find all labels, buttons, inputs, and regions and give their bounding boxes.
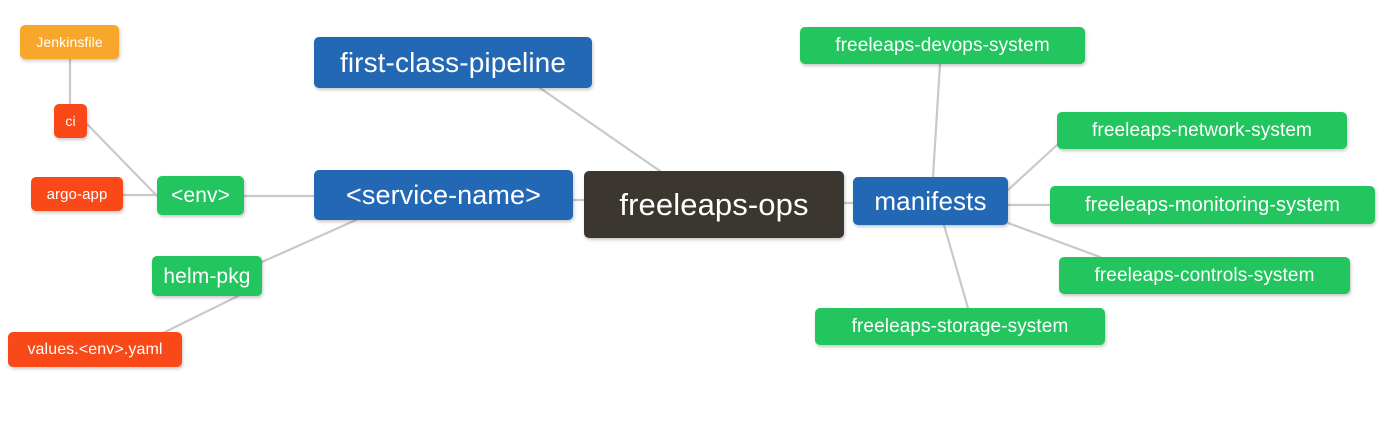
node-manifests-label: manifests [874,186,987,216]
node-helm-pkg-label: helm-pkg [163,264,251,288]
node-freeleaps-controls-system-label: freeleaps-controls-system [1094,265,1315,286]
node-helm-pkg[interactable]: helm-pkg [152,256,262,296]
node-freeleaps-monitoring-system-label: freeleaps-monitoring-system [1084,194,1340,216]
node-freeleaps-monitoring-system[interactable]: freeleaps-monitoring-system [1050,186,1375,224]
node-freeleaps-devops-system-label: freeleaps-devops-system [835,35,1050,56]
node-service-name-label: <service-name> [346,179,541,210]
node-values-yaml-label: values.<env>.yaml [27,340,163,358]
edge-firstclasspipeline-freeleapsops [538,86,662,173]
node-jenkinsfile[interactable]: Jenkinsfile [20,25,119,59]
node-first-class-pipeline-label: first-class-pipeline [339,46,567,78]
node-env-label: <env> [171,184,230,207]
node-env[interactable]: <env> [157,176,244,215]
node-freeleaps-network-system-label: freeleaps-network-system [1092,120,1312,141]
node-freeleaps-devops-system[interactable]: freeleaps-devops-system [800,27,1085,64]
node-manifests[interactable]: manifests [853,177,1008,225]
edge-manifests-controlssystem [1006,221,1102,259]
node-freeleaps-ops-label: freeleaps-ops [619,187,809,222]
edge-manifests-devopssystem [931,62,942,179]
node-freeleaps-storage-system[interactable]: freeleaps-storage-system [815,308,1105,345]
node-service-name[interactable]: <service-name> [314,170,573,220]
edge-helmpkg-servicename [260,218,358,264]
node-argo-app-label: argo-app [46,185,108,203]
node-argo-app[interactable]: argo-app [31,177,123,211]
node-first-class-pipeline[interactable]: first-class-pipeline [314,37,592,88]
node-freeleaps-storage-system-label: freeleaps-storage-system [851,316,1069,337]
edge-manifests-storagesystem [942,223,970,310]
edge-manifests-networksystem [1006,143,1059,192]
node-freeleaps-controls-system[interactable]: freeleaps-controls-system [1059,257,1350,294]
edge-valuesyaml-helmpkg [161,294,240,335]
node-freeleaps-network-system[interactable]: freeleaps-network-system [1057,112,1347,149]
node-ci[interactable]: ci [54,104,87,138]
node-jenkinsfile-label: Jenkinsfile [36,34,103,50]
node-ci-label: ci [65,113,76,129]
node-freeleaps-ops[interactable]: freeleaps-ops [584,171,844,238]
node-values-yaml[interactable]: values.<env>.yaml [8,332,182,367]
